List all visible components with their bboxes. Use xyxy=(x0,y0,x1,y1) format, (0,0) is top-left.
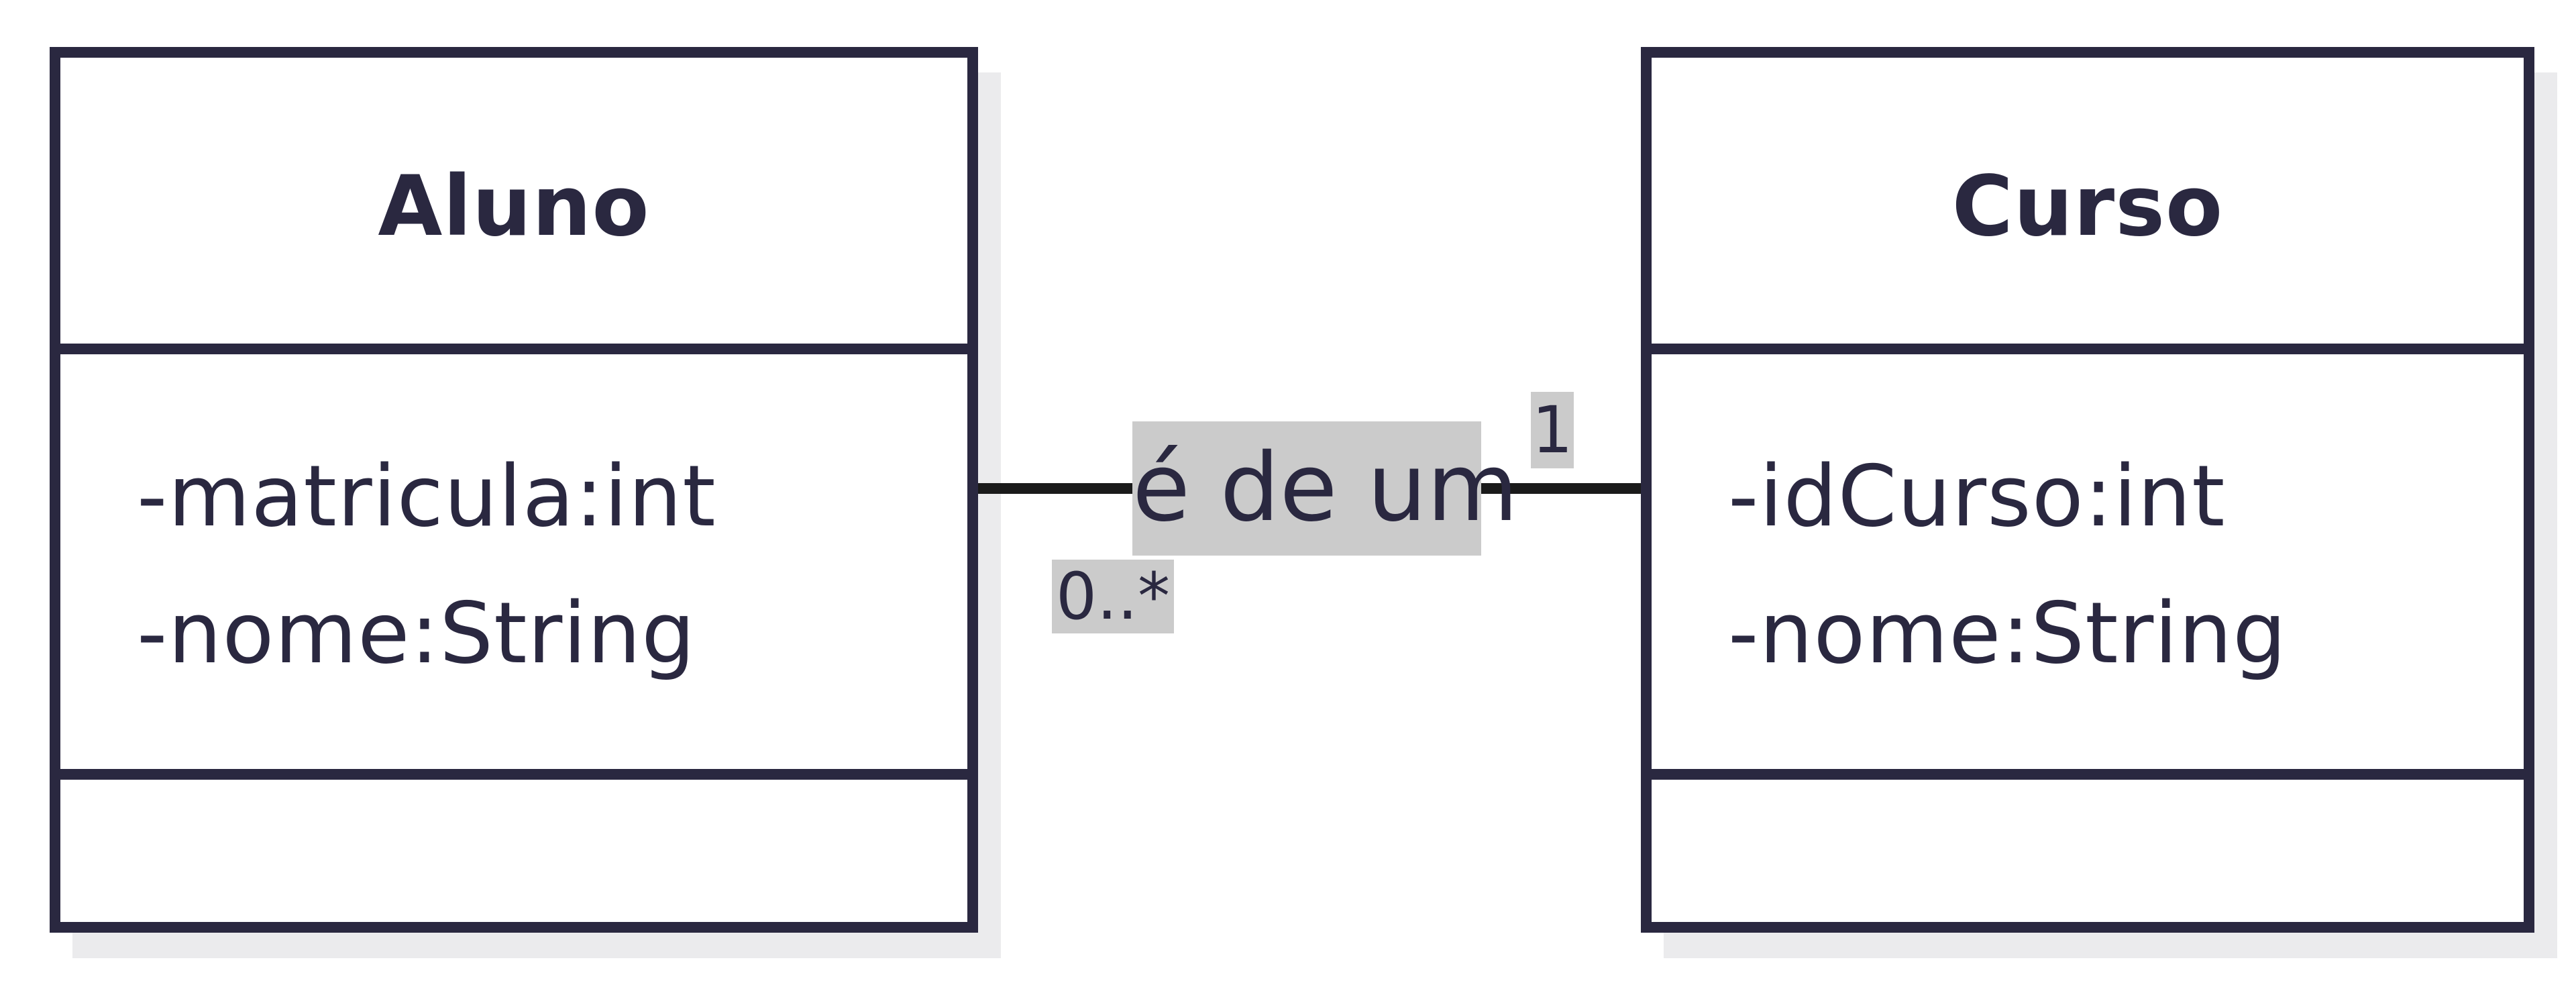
curso-attribute-nome: -nome:String xyxy=(1728,584,2288,682)
aluno-attributes-divider xyxy=(60,769,967,780)
curso-attributes-divider xyxy=(1652,769,2524,780)
aluno-name-divider xyxy=(60,344,967,354)
aluno-attribute-nome: -nome:String xyxy=(137,584,696,682)
curso-attribute-idcurso: -idCurso:int xyxy=(1728,447,2226,546)
aluno-class-name: Aluno xyxy=(378,158,650,255)
curso-class[interactable]: Curso -idCurso:int -nome:String xyxy=(1641,47,2534,933)
curso-class-name: Curso xyxy=(1951,158,2224,255)
aluno-class[interactable]: Aluno -matricula:int -nome:String xyxy=(50,47,978,933)
aluno-attribute-matricula: -matricula:int xyxy=(137,447,716,546)
curso-name-divider xyxy=(1652,344,2524,354)
multiplicity-aluno: 0..* xyxy=(1052,560,1174,633)
association-label: é de um xyxy=(1132,421,1518,556)
association-line-left[interactable] xyxy=(978,483,1132,494)
multiplicity-curso: 1 xyxy=(1531,392,1574,468)
association-line-right[interactable] xyxy=(1481,483,1641,494)
